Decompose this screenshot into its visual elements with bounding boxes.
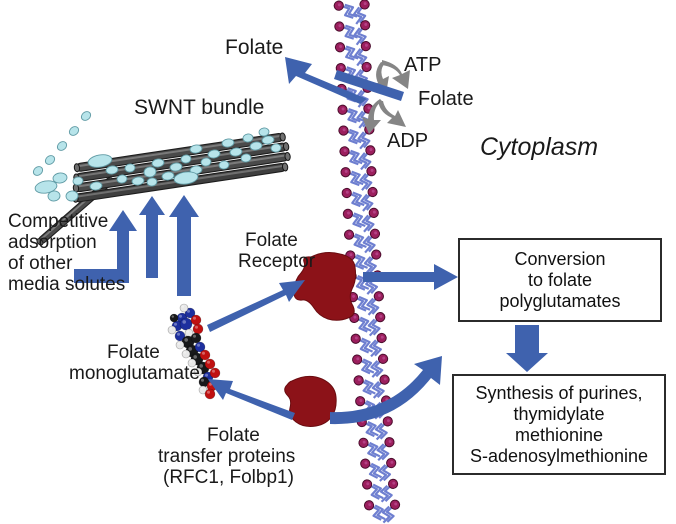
swnt-bundle-icon xyxy=(32,111,291,246)
synthesis-line-3: methionine xyxy=(514,424,604,445)
synthesis-box xyxy=(452,374,666,475)
label-folate-monoglutamate-2: monoglutamate xyxy=(69,363,200,384)
label-competitive-adsorption-3: of other xyxy=(8,253,73,274)
folate-monoglutamate-molecule-icon xyxy=(167,303,221,400)
synthesis-box-lines: Synthesis of purines, thymidylate methio… xyxy=(470,383,648,467)
label-folate-receptor-2: Receptor xyxy=(238,251,316,272)
label-adp: ADP xyxy=(387,130,429,152)
flow-arrows xyxy=(74,57,548,425)
label-folate-receptor-1: Folate xyxy=(245,230,298,251)
label-transfer-proteins-3: (RFC1, Folbp1) xyxy=(163,467,294,488)
synthesis-line-2: thymidylate xyxy=(513,403,605,424)
label-folate-monoglutamate-1: Folate xyxy=(107,342,160,363)
label-transfer-proteins-1: Folate xyxy=(207,425,260,446)
conversion-line-3: polyglutamates xyxy=(499,290,621,311)
folate-receptor-protein-icon xyxy=(293,252,357,321)
label-competitive-adsorption-1: Competitive xyxy=(8,211,109,232)
label-folate-pump: Folate xyxy=(418,88,474,110)
label-cytoplasm: Cytoplasm xyxy=(480,133,599,161)
conversion-line-2: to folate xyxy=(527,269,593,290)
folate-transfer-protein-icon xyxy=(284,375,337,427)
swnt-adsorbates xyxy=(32,111,282,202)
label-swnt-bundle: SWNT bundle xyxy=(134,96,265,119)
conversion-line-1: Conversion xyxy=(514,248,606,269)
synthesis-line-4: S-adenosylmethionine xyxy=(469,445,649,466)
label-transfer-proteins-2: transfer proteins xyxy=(158,446,296,467)
conversion-box-lines: Conversion to folate polyglutamates xyxy=(499,249,620,312)
label-competitive-adsorption-4: media solutes xyxy=(8,274,126,295)
label-competitive-adsorption-2: adsorption xyxy=(8,232,97,253)
synthesis-box-text: Synthesis of purines, thymidylate methio… xyxy=(454,376,664,473)
label-atp: ATP xyxy=(404,54,442,76)
conversion-box xyxy=(458,238,662,322)
label-folate-efflux: Folate xyxy=(225,36,284,59)
conversion-box-text: Conversion to folate polyglutamates xyxy=(460,240,660,320)
synthesis-line-1: Synthesis of purines, xyxy=(475,382,643,403)
